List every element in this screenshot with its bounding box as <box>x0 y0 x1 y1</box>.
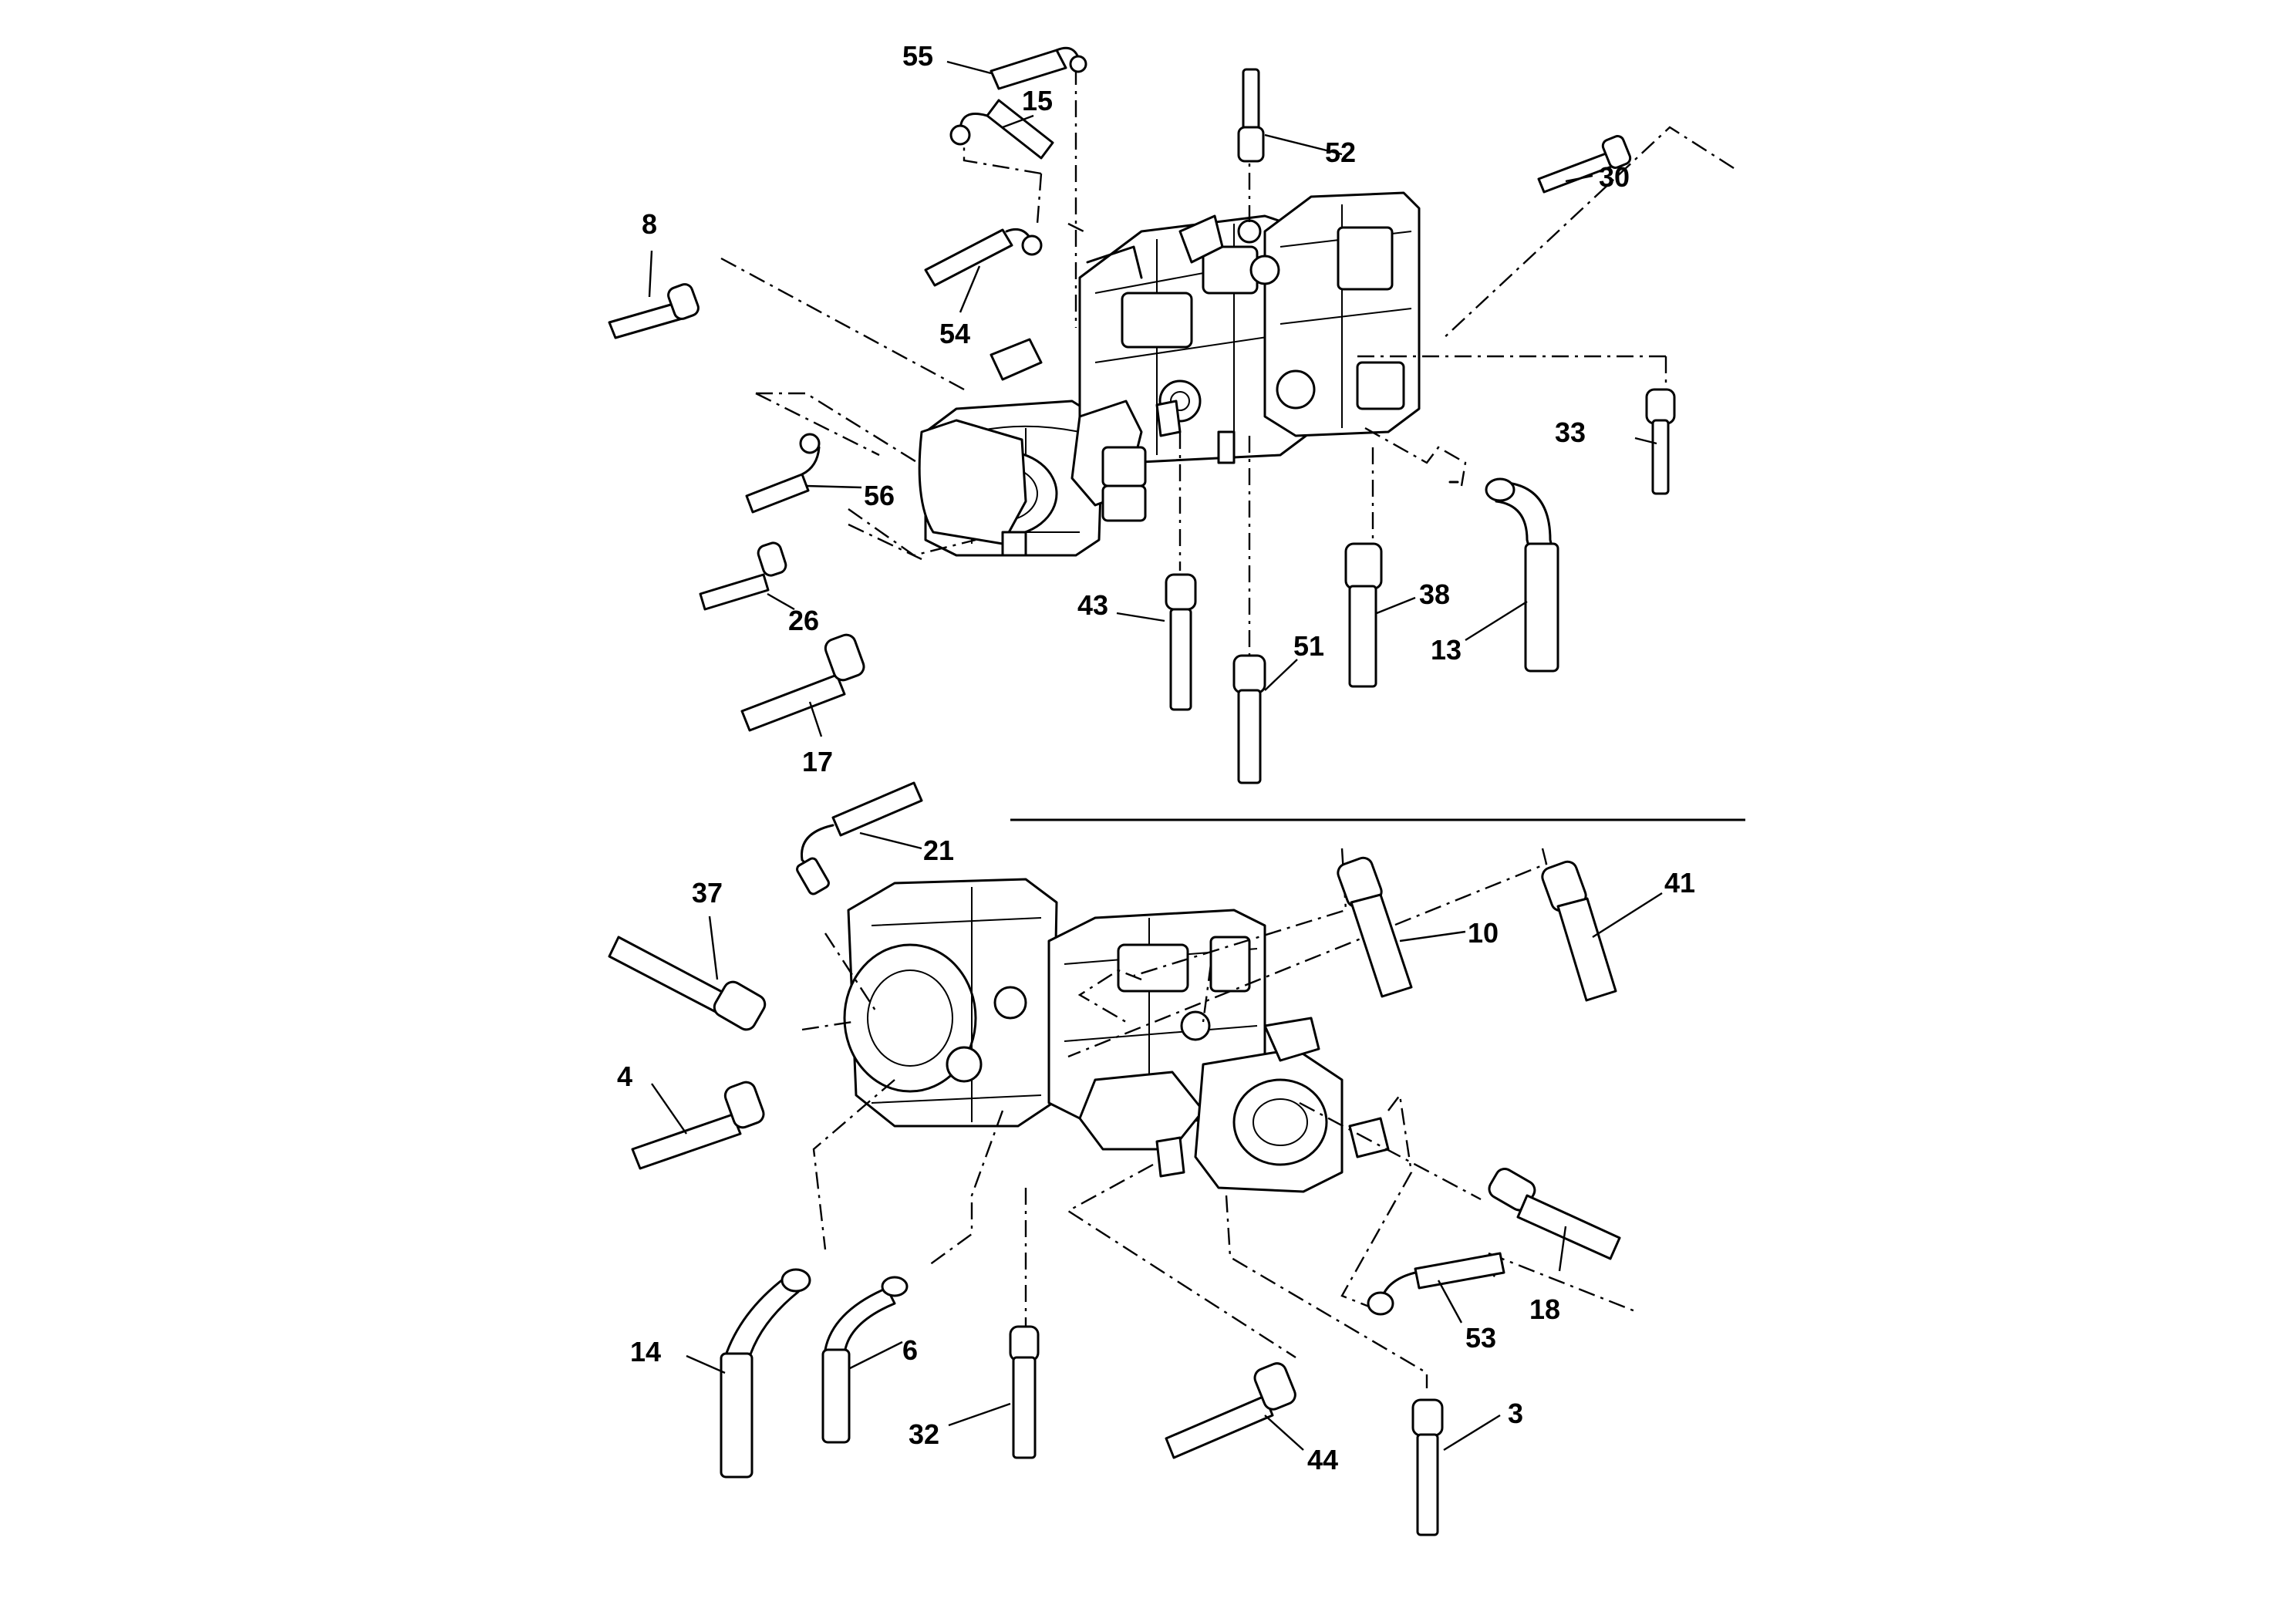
callout-13: 13 <box>1431 634 1462 666</box>
callout-44: 44 <box>1307 1444 1338 1475</box>
callout-18: 18 <box>1529 1293 1560 1325</box>
callout-55: 55 <box>902 40 933 72</box>
callout-53: 53 <box>1465 1322 1496 1354</box>
callout-4: 4 <box>617 1061 632 1092</box>
callout-21: 21 <box>923 835 954 866</box>
callout-26: 26 <box>788 605 819 636</box>
callout-52: 52 <box>1325 137 1356 168</box>
centerlines <box>720 68 1735 1388</box>
callout-8: 8 <box>642 208 657 240</box>
callout-3: 3 <box>1508 1398 1523 1429</box>
callout-14: 14 <box>630 1336 661 1367</box>
callout-37: 37 <box>692 877 723 909</box>
callout-43: 43 <box>1077 589 1108 621</box>
callout-17: 17 <box>802 746 833 777</box>
callout-38: 38 <box>1419 578 1450 610</box>
leader-lines <box>648 60 1663 1452</box>
callout-15: 15 <box>1022 85 1053 116</box>
callout-33: 33 <box>1555 416 1586 448</box>
callout-10: 10 <box>1468 917 1499 949</box>
callout-54: 54 <box>939 318 970 349</box>
callout-32: 32 <box>909 1418 939 1450</box>
callout-56: 56 <box>864 480 895 511</box>
upper-pump-assembly <box>918 191 1421 557</box>
callout-labels: 55 15 52 30 8 54 33 56 26 43 38 51 13 17… <box>617 40 1695 1475</box>
parts <box>608 46 1676 1536</box>
callout-30: 30 <box>1599 161 1630 193</box>
callout-6: 6 <box>902 1334 918 1366</box>
callout-41: 41 <box>1664 867 1695 899</box>
callout-51: 51 <box>1293 630 1324 662</box>
lower-pump-assembly <box>843 878 1390 1193</box>
